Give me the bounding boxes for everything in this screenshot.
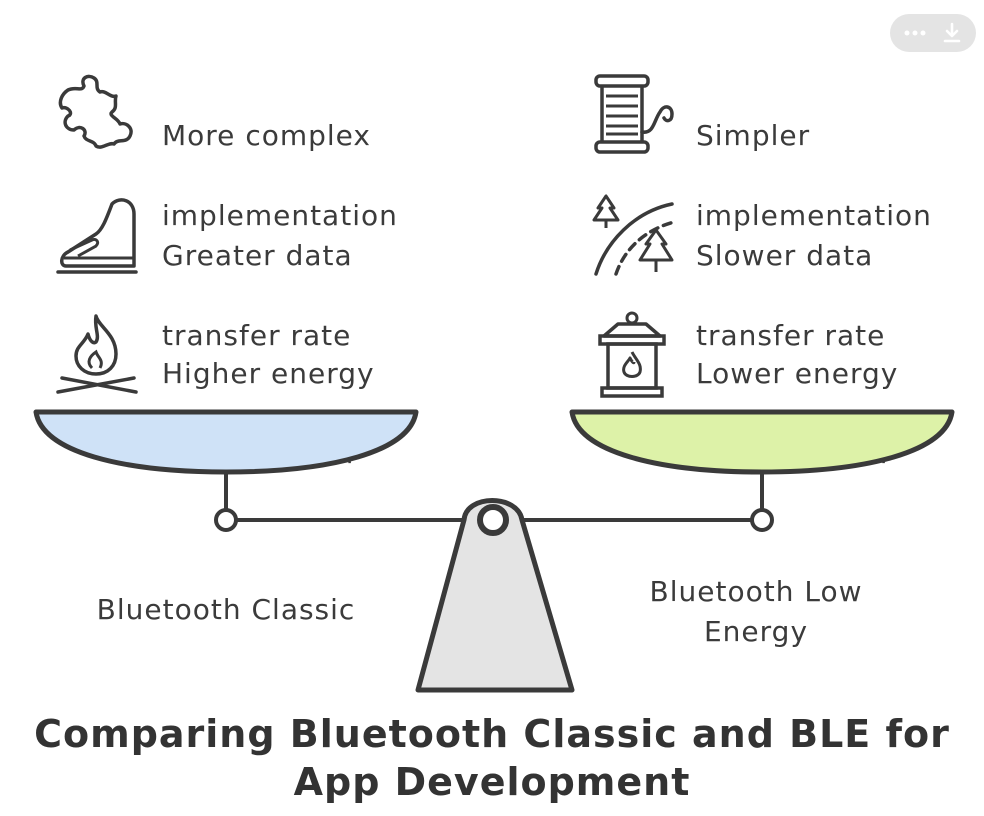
left-pan <box>33 409 419 475</box>
feature-line: implementation <box>162 199 398 232</box>
image-toolbar <box>890 14 976 52</box>
title-line: Comparing Bluetooth Classic and BLE for <box>34 712 950 756</box>
download-icon <box>943 22 960 43</box>
more-dots-icon <box>904 30 925 36</box>
fulcrum <box>415 498 575 693</box>
label-line: Energy <box>703 615 809 648</box>
pivot <box>477 504 509 536</box>
lantern-icon <box>598 311 666 398</box>
feature-simpler-implementation: Simpler implementation <box>696 76 932 276</box>
bullet-train-icon <box>56 198 138 274</box>
feature-line: Slower data <box>696 239 874 272</box>
label-bluetooth-low-energy: Bluetooth Low Energy <box>606 572 906 652</box>
feature-line: transfer rate <box>162 319 352 352</box>
feature-line: Simpler <box>696 119 811 152</box>
left-joint <box>214 508 238 532</box>
feature-line: implementation <box>696 199 932 232</box>
more-button[interactable] <box>900 18 930 48</box>
diagram-title: Comparing Bluetooth Classic and BLE for … <box>0 710 984 806</box>
feature-greater-transfer: Greater data transfer rate <box>162 196 353 396</box>
feature-line: More complex <box>162 119 371 152</box>
right-pan <box>569 409 955 475</box>
title-line: App Development <box>293 760 691 804</box>
label-line: Bluetooth Low <box>649 575 863 608</box>
campfire-icon <box>56 314 138 394</box>
label-bluetooth-classic: Bluetooth Classic <box>70 590 382 630</box>
download-button[interactable] <box>937 18 967 48</box>
thread-spool-icon <box>594 74 674 154</box>
feature-line: transfer rate <box>696 319 886 352</box>
feature-line: Lower energy <box>696 357 899 390</box>
feature-complex-implementation: More complex implementation <box>162 76 398 276</box>
label-line: Bluetooth Classic <box>96 593 356 626</box>
feature-line: Higher energy <box>162 357 375 390</box>
right-joint <box>750 508 774 532</box>
feature-slower-transfer: Slower data transfer rate <box>696 196 885 396</box>
puzzle-piece-icon <box>58 74 133 149</box>
forest-road-icon <box>592 194 676 276</box>
feature-line: Greater data <box>162 239 353 272</box>
